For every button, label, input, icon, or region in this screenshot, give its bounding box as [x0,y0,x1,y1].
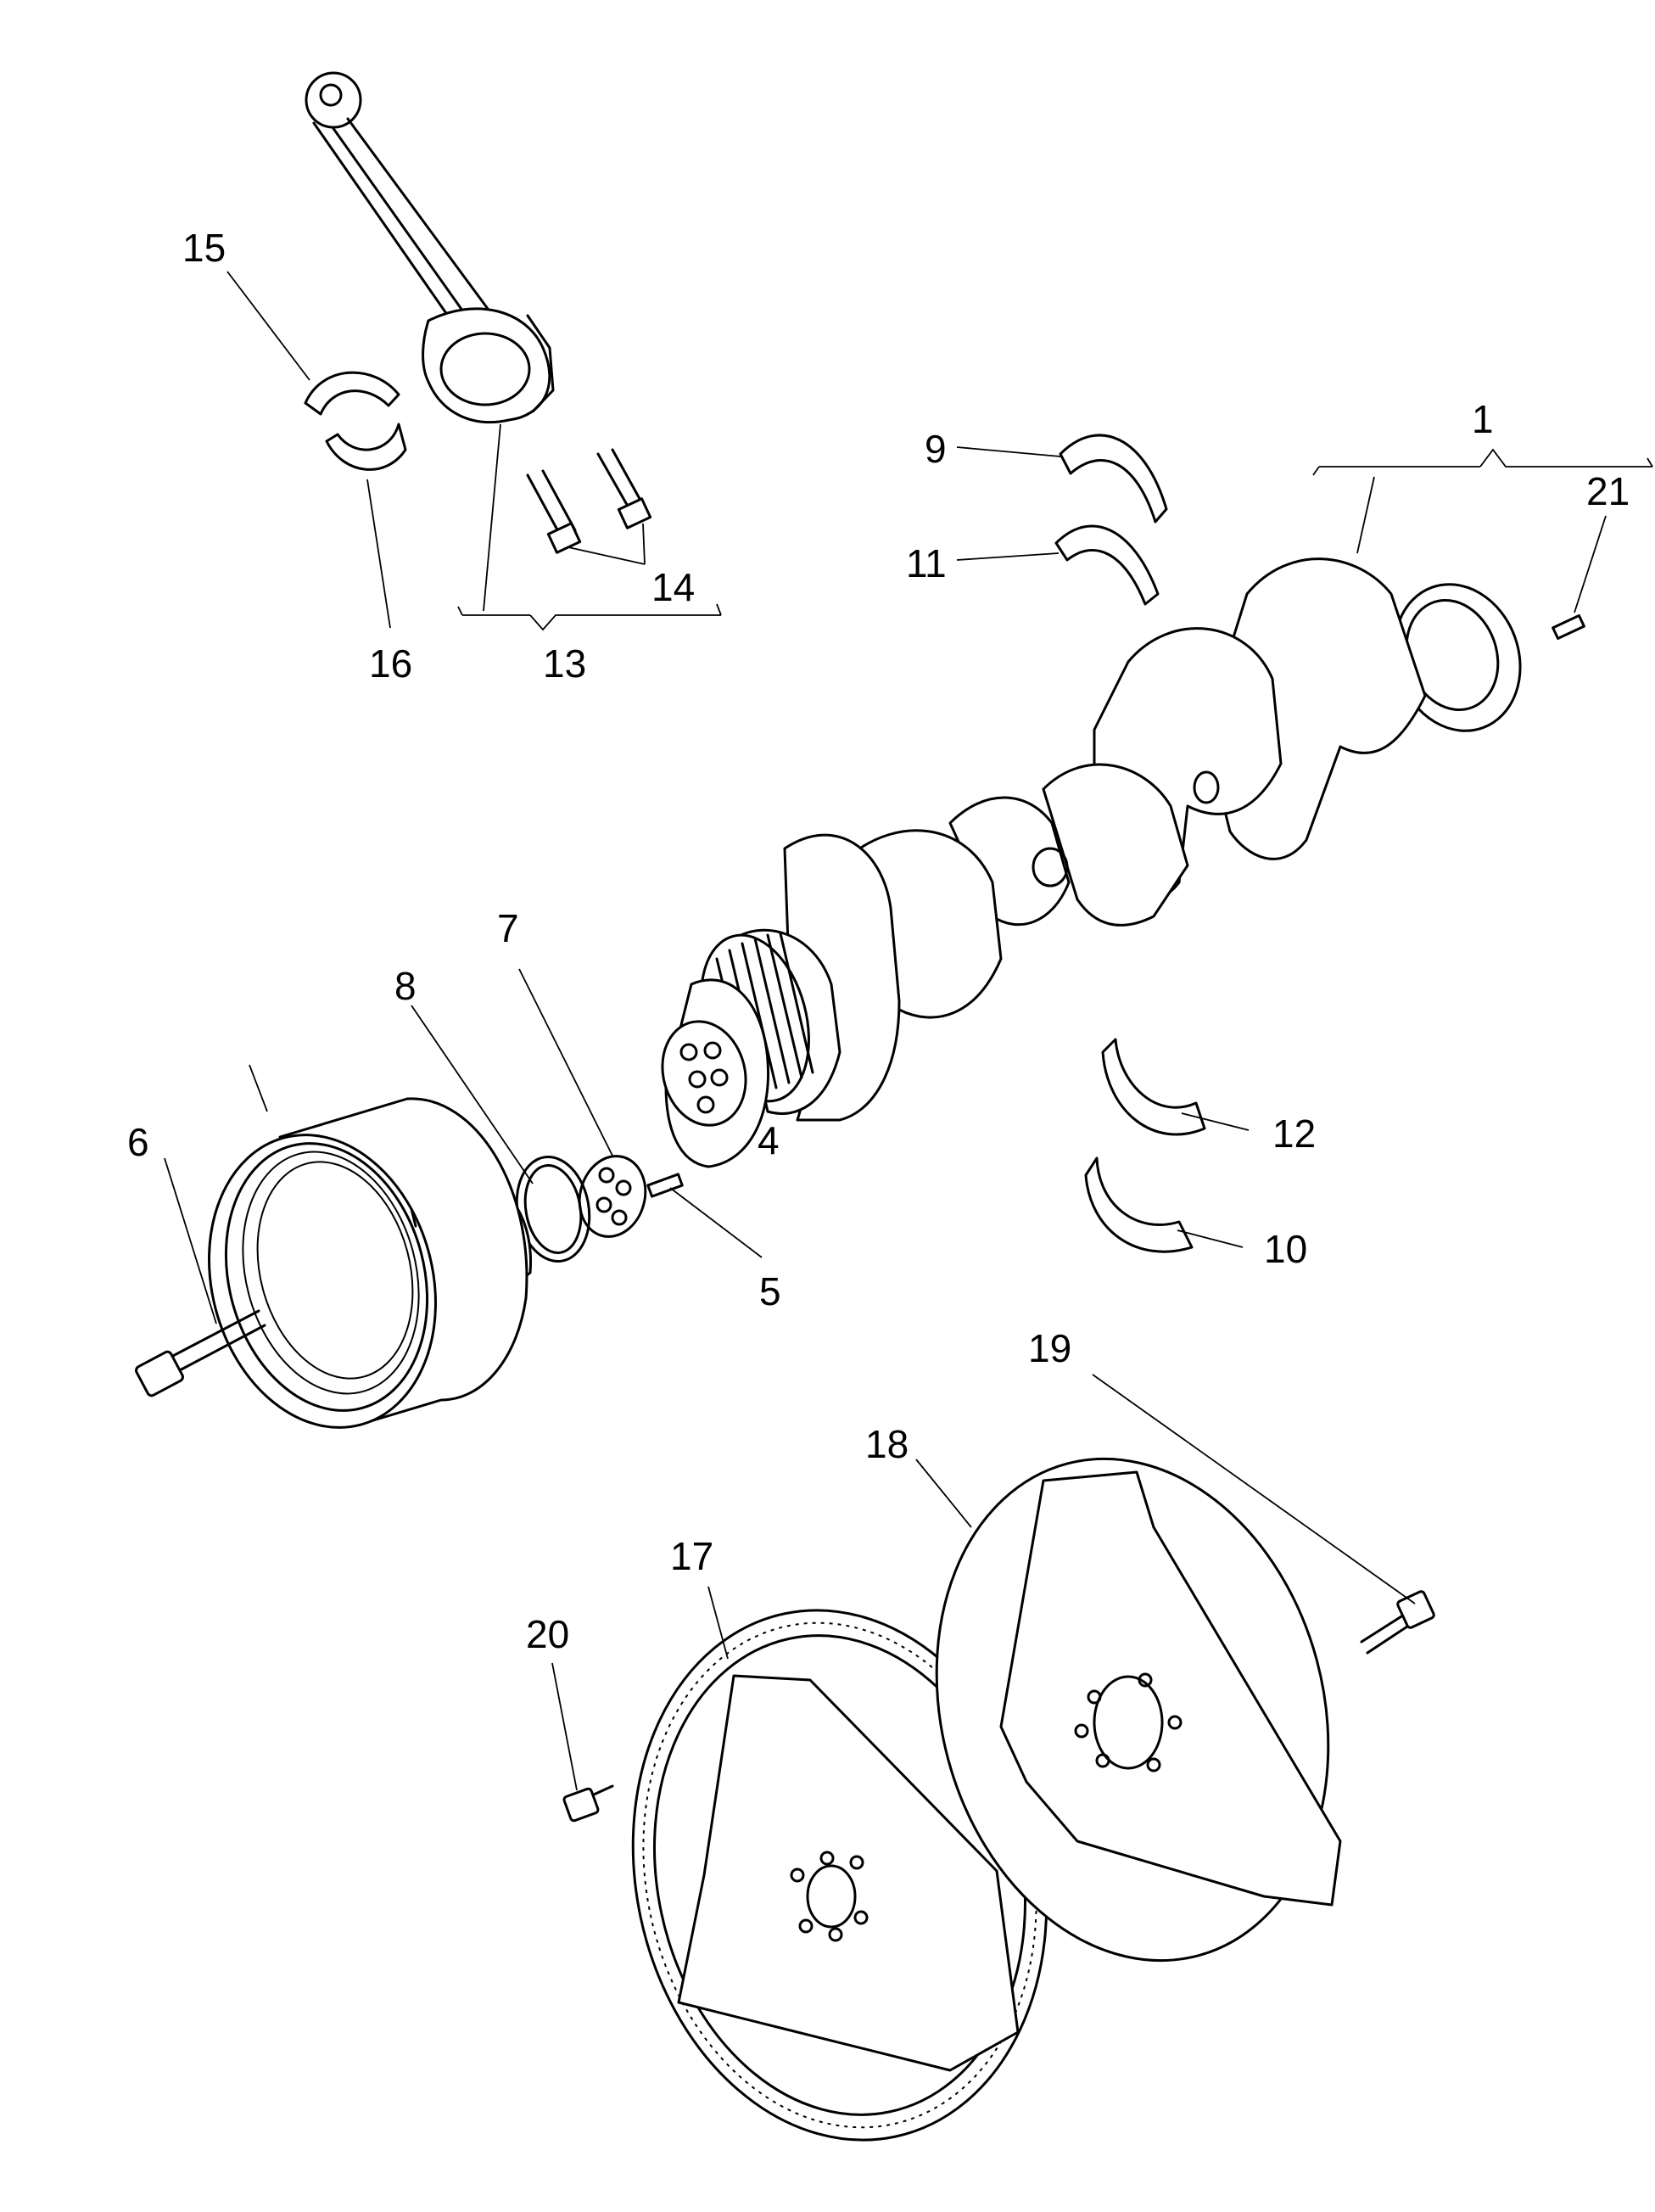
rod-bolts [526,448,652,554]
callout-4: 4 [758,1118,780,1162]
callout-12: 12 [1272,1112,1316,1156]
callout-14: 14 [651,565,695,609]
callout-10: 10 [1264,1227,1307,1271]
callout-9: 9 [925,427,947,471]
callout-21: 21 [1586,469,1630,513]
callout-15: 15 [182,226,226,270]
leader-lines [164,271,1653,1791]
flywheel-bolt-20 [562,1784,614,1823]
flexplate-bolt-19 [1360,1590,1435,1655]
pulley-bolt-6 [135,1309,266,1397]
connecting-rod [305,71,555,424]
spacer-washer-7 [578,1155,647,1238]
callout-19: 19 [1028,1326,1071,1370]
dowel-pin-5 [646,1173,684,1198]
callout-6: 6 [127,1120,149,1164]
rod-bearing-shells [304,371,407,471]
callout-5: 5 [759,1269,781,1313]
upper-main-bearing-shells [1054,434,1168,606]
pulley-damper-4 [208,1097,533,1429]
callout-20: 20 [526,1612,569,1656]
callout-17: 17 [670,1534,713,1578]
callout-16: 16 [369,641,412,686]
callout-13: 13 [543,641,586,686]
callout-11: 11 [906,541,947,585]
flexplate-18 [935,1457,1342,1963]
lower-main-bearing-shells [1084,1038,1206,1253]
crankshaft [661,557,1522,1168]
callout-18: 18 [865,1422,909,1466]
dowel-pin-21 [1552,613,1585,641]
callout-1: 1 [1472,397,1494,441]
callout-7: 7 [497,906,519,950]
callout-labels: 1 4 5 6 7 8 9 10 11 12 13 14 15 16 17 18… [127,226,1630,1656]
callout-8: 8 [394,964,417,1008]
